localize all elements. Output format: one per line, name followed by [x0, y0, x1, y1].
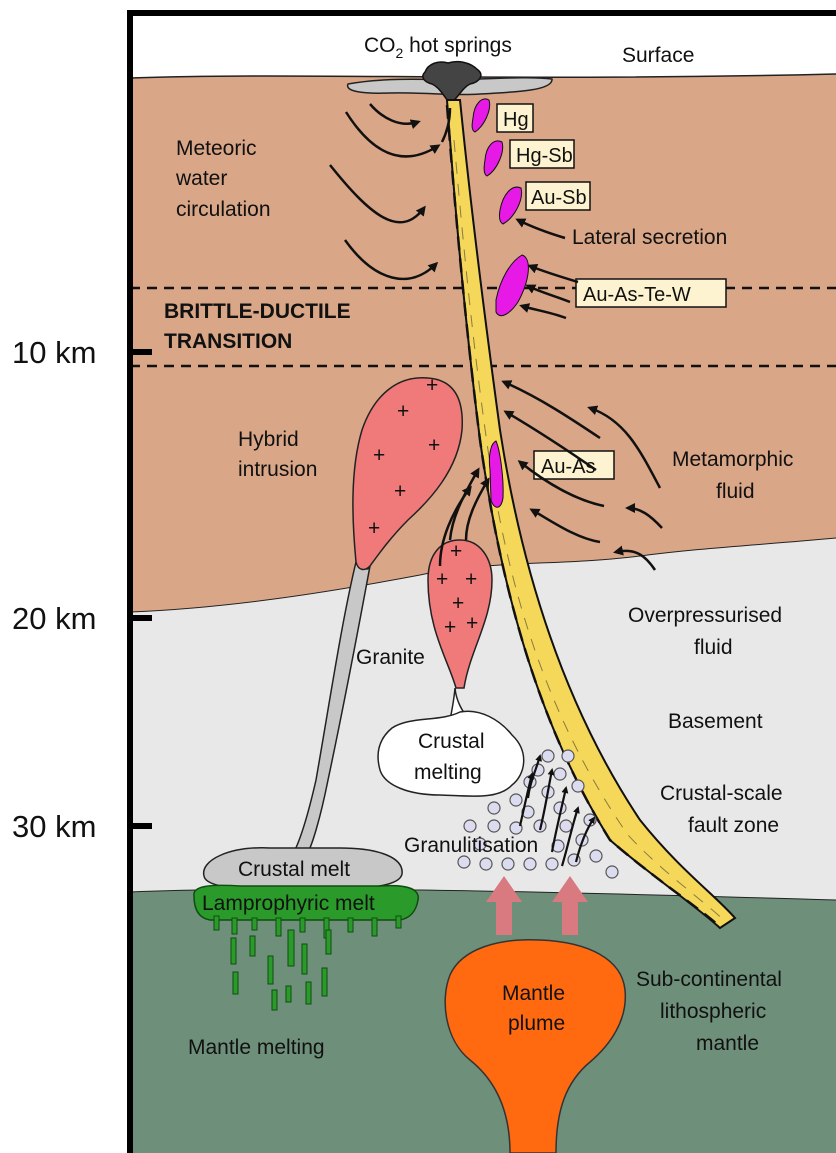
mantle-label-line3: mantle	[696, 1032, 759, 1055]
svg-text:Au-Sb: Au-Sb	[531, 187, 587, 209]
meteoric-label-line1: Meteoric	[176, 137, 257, 160]
overpressurised-label-line2: fluid	[694, 636, 733, 659]
mantle-melting-label: Mantle melting	[188, 1036, 325, 1059]
depth-label-20km: 20 km	[12, 601, 96, 636]
svg-text:Hg: Hg	[503, 109, 529, 131]
hot-springs-label: CO2 hot springs	[364, 34, 512, 61]
meteoric-label-line2: water	[175, 167, 227, 190]
surface-label: Surface	[622, 44, 694, 67]
svg-text:+: +	[397, 400, 409, 423]
svg-text:+: +	[452, 592, 464, 615]
granite-label: Granite	[356, 646, 425, 669]
brittle-ductile-label-line2: TRANSITION	[164, 330, 292, 353]
metamorphic-label-line2: fluid	[716, 480, 755, 503]
fault-zone-label-line2: fault zone	[688, 814, 779, 837]
lamprophyric-melt-label: Lamprophyric melt	[202, 892, 375, 915]
svg-text:+: +	[450, 540, 462, 563]
crustal-melting-label-line2: melting	[414, 761, 482, 784]
crustal-melt-label: Crustal melt	[238, 858, 350, 881]
crustal-melting-label-line1: Crustal	[418, 730, 485, 753]
hybrid-intrusion-label-line2: intrusion	[238, 458, 317, 481]
mantle-label-line2: lithospheric	[660, 1000, 766, 1023]
svg-text:+: +	[428, 434, 440, 457]
overpressurised-label-line1: Overpressurised	[628, 604, 782, 627]
svg-text:+: +	[426, 374, 438, 397]
svg-text:Hg-Sb: Hg-Sb	[516, 145, 573, 167]
lateral-secretion-label: Lateral secretion	[572, 226, 727, 249]
depth-label-30km: 30 km	[12, 809, 96, 844]
svg-text:Au-As-Te-W: Au-As-Te-W	[583, 284, 691, 306]
svg-text:+: +	[466, 612, 478, 635]
metamorphic-label-line1: Metamorphic	[672, 448, 793, 471]
svg-text:+: +	[368, 517, 380, 540]
depth-label-10km: 10 km	[12, 335, 96, 370]
granulitisation-label: Granulitisation	[404, 834, 538, 857]
deposit-label-au-as-te-w: Au-As-Te-W	[576, 279, 726, 307]
svg-text:+: +	[436, 568, 448, 591]
deposit-label-au-sb: Au-Sb	[526, 182, 590, 210]
svg-text:+: +	[444, 616, 456, 639]
brittle-ductile-label-line1: BRITTLE-DUCTILE	[164, 300, 351, 323]
deposit-label-hg-sb: Hg-Sb	[510, 140, 574, 168]
mantle-label-line1: Sub-continental	[636, 968, 782, 991]
mantle-plume-label-line2: plume	[508, 1012, 565, 1035]
svg-text:+: +	[465, 568, 477, 591]
svg-text:Au-As: Au-As	[541, 456, 595, 478]
svg-text:+: +	[373, 444, 385, 467]
svg-text:+: +	[394, 480, 406, 503]
mantle-plume-label-line1: Mantle	[502, 982, 565, 1005]
basement-label: Basement	[668, 710, 763, 733]
hybrid-intrusion-label-line1: Hybrid	[238, 428, 299, 451]
meteoric-label-line3: circulation	[176, 198, 271, 221]
deposit-label-hg: Hg	[497, 104, 533, 132]
fault-zone-label-line1: Crustal-scale	[660, 782, 783, 805]
